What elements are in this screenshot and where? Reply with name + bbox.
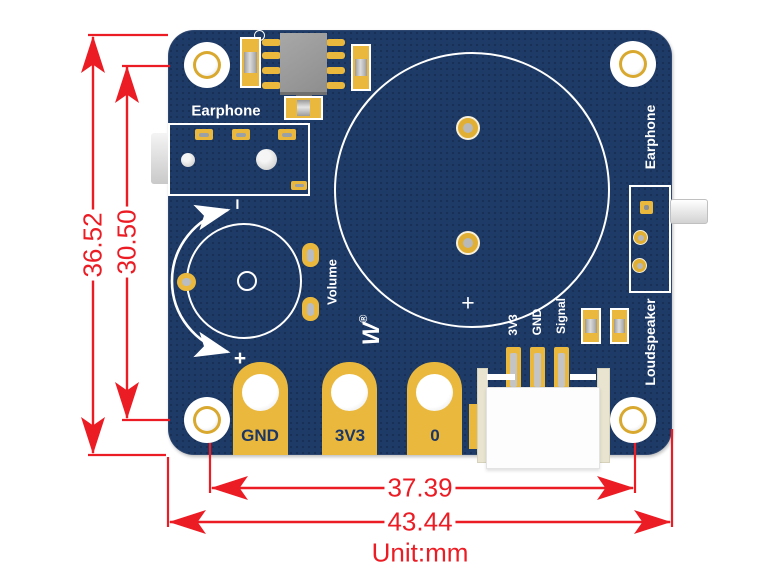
signal-pad — [506, 347, 521, 392]
signal-pad — [530, 347, 545, 392]
power-pad-label-gnd: GND — [241, 426, 279, 445]
earphone-jack-barrel — [151, 133, 168, 184]
power-pad-3v3 — [322, 362, 377, 455]
connector-body — [486, 387, 600, 469]
volume-label: Volume — [324, 259, 340, 305]
smd-capacitor — [610, 308, 629, 344]
power-pad-gnd — [233, 362, 288, 455]
mounting-hole-bottom-right — [610, 397, 656, 443]
side-label-earphone: Earphone — [642, 104, 658, 170]
chip-tab — [296, 93, 312, 97]
jack-pad — [291, 181, 307, 190]
switch-pad — [640, 201, 653, 214]
mounting-hole-top-left — [184, 42, 230, 88]
connector-pad — [469, 404, 477, 449]
dim-height-outer: 36.52 — [77, 209, 109, 281]
smd-capacitor — [240, 37, 261, 88]
switch-lever — [670, 199, 708, 224]
jack-pad — [195, 129, 213, 140]
speaker-pad — [456, 116, 480, 140]
pin-label-signal: Signal — [554, 297, 568, 335]
signal-pad — [554, 347, 569, 392]
speaker-plus-mark: + — [461, 289, 475, 316]
pin-label-gnd: GND — [530, 308, 544, 336]
dim-width-inner: 37.39 — [384, 472, 456, 504]
connector-bridge — [570, 374, 596, 380]
registered-mark-icon: ® — [358, 314, 370, 323]
waveshare-w-icon: W — [358, 322, 385, 346]
power-pad-label-3v3: 3V3 — [334, 426, 366, 445]
jack-pad — [232, 129, 250, 140]
ic-pin — [262, 82, 281, 89]
ic-pin — [326, 39, 345, 46]
pot-plus-mark: + — [233, 347, 247, 370]
jack-hole — [181, 153, 195, 167]
switch-pad — [632, 258, 647, 273]
earphone-label-top: Earphone — [191, 102, 261, 120]
dim-height-inner: 30.50 — [111, 206, 143, 278]
earphone-jack-outline — [168, 123, 310, 196]
power-pad-label-0: 0 — [430, 426, 440, 445]
pin-label-3v3: 3V3 — [506, 314, 520, 336]
switch-pad — [633, 230, 648, 245]
speaker-pad — [456, 231, 480, 255]
pot-pad — [177, 273, 196, 291]
smd-resistor — [284, 96, 323, 120]
pot-pad — [302, 243, 319, 267]
mounting-hole-top-right — [610, 41, 656, 87]
ic-pin — [262, 52, 281, 59]
smd-capacitor — [581, 308, 601, 344]
switch-outline — [629, 185, 671, 293]
ic-pin — [262, 39, 281, 46]
pot-pad — [302, 297, 319, 321]
amplifier-chip — [280, 33, 327, 95]
jack-hole — [256, 149, 277, 170]
ic-pin — [326, 67, 345, 74]
jack-pad — [278, 129, 296, 140]
pot-minus-mark: − — [226, 198, 247, 210]
ic-pin — [326, 52, 345, 59]
side-label-loudspeaker: Loudspeaker — [642, 298, 658, 386]
components-layer: Earphone − + Volume W® + 3V3 GND Signal — [151, 30, 708, 469]
unit-label: Unit:mm — [371, 537, 469, 568]
mounting-hole-bottom-left — [184, 397, 230, 443]
power-pad-0 — [407, 362, 462, 455]
ic-pin — [262, 67, 281, 74]
connector-bridge — [487, 374, 515, 380]
smd-capacitor — [351, 44, 371, 91]
ic-pin — [326, 82, 345, 89]
waveshare-logo: W® — [358, 315, 386, 346]
dim-width-outer: 43.44 — [384, 506, 456, 538]
